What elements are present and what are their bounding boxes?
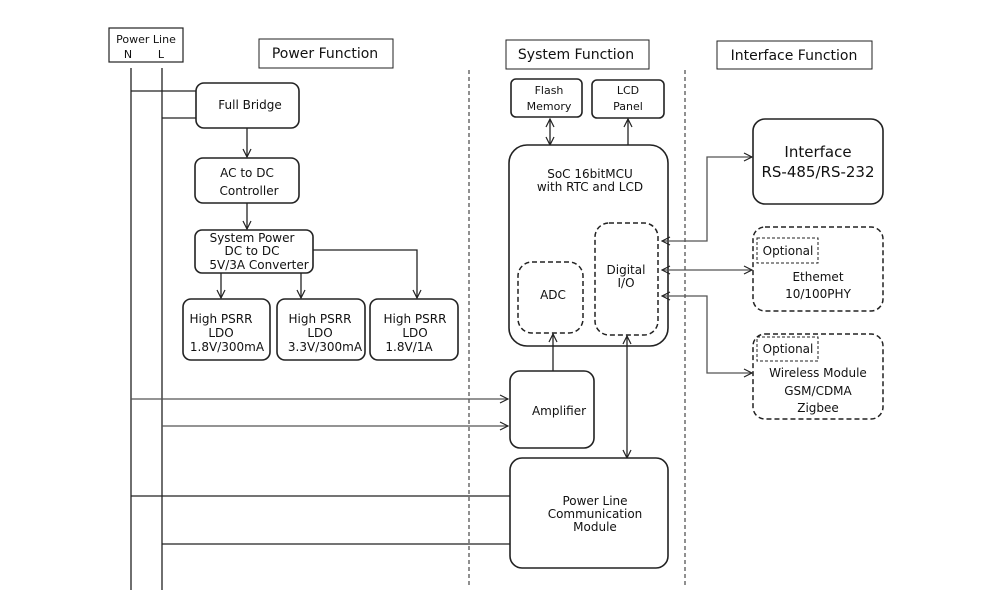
interface-function-header: Interface Function xyxy=(716,40,873,70)
svg-text:Power Function: Power Function xyxy=(272,46,378,62)
svg-text:GSM/CDMA: GSM/CDMA xyxy=(784,384,852,398)
svg-text:1.8V/300mA: 1.8V/300mA xyxy=(190,340,265,354)
svg-text:Interface Function: Interface Function xyxy=(731,48,858,64)
svg-text:I/O: I/O xyxy=(617,276,634,290)
svg-text:ADC: ADC xyxy=(540,288,566,302)
svg-text:Zigbee: Zigbee xyxy=(797,401,839,415)
svg-text:AC to DC: AC to DC xyxy=(220,166,274,180)
adc-block: ADC xyxy=(517,261,584,334)
power-function-header: Power Function xyxy=(258,38,394,69)
svg-text:Flash: Flash xyxy=(535,84,564,97)
svg-text:LDO: LDO xyxy=(402,326,427,340)
svg-text:Amplifier: Amplifier xyxy=(532,404,586,418)
svg-text:LDO: LDO xyxy=(208,326,233,340)
svg-text:SoC 16bitMCU: SoC 16bitMCU xyxy=(547,167,633,181)
svg-text:Panel: Panel xyxy=(613,100,643,113)
full-bridge-block: Full Bridge xyxy=(195,82,300,129)
svg-text:Controller: Controller xyxy=(219,184,278,198)
svg-text:RS-485/RS-232: RS-485/RS-232 xyxy=(761,163,874,181)
svg-text:1.8V/1A: 1.8V/1A xyxy=(385,340,433,354)
svg-text:Optional: Optional xyxy=(763,342,814,356)
svg-text:LDO: LDO xyxy=(307,326,332,340)
svg-text:LCD: LCD xyxy=(617,84,639,97)
svg-text:3.3V/300mA: 3.3V/300mA xyxy=(288,340,363,354)
svg-text:Optional: Optional xyxy=(763,244,814,258)
svg-text:Full Bridge: Full Bridge xyxy=(218,98,281,112)
ac-dc-controller-block: AC to DC Controller xyxy=(194,157,300,204)
svg-text:High PSRR: High PSRR xyxy=(384,312,447,326)
svg-text:Power Line: Power Line xyxy=(116,33,176,46)
svg-text:System Function: System Function xyxy=(518,47,634,63)
svg-text:Interface: Interface xyxy=(784,143,851,161)
power-line-label: Power Line N L xyxy=(108,27,184,63)
svg-text:L: L xyxy=(158,48,165,61)
svg-text:Communication: Communication xyxy=(548,507,643,521)
svg-text:Memory: Memory xyxy=(527,100,572,113)
svg-text:High PSRR: High PSRR xyxy=(190,312,253,326)
svg-text:High PSRR: High PSRR xyxy=(289,312,352,326)
svg-text:5V/3A Converter: 5V/3A Converter xyxy=(209,258,308,272)
svg-text:Module: Module xyxy=(573,520,617,534)
svg-text:DC to DC: DC to DC xyxy=(225,244,280,258)
svg-text:Digital: Digital xyxy=(607,263,646,277)
svg-text:Power Line: Power Line xyxy=(562,494,627,508)
lcd-panel-block: LCD Panel xyxy=(591,79,665,119)
svg-text:with RTC and LCD: with RTC and LCD xyxy=(537,180,643,194)
system-function-header: System Function xyxy=(505,39,650,70)
svg-text:10/100PHY: 10/100PHY xyxy=(785,287,851,301)
amplifier-block: Amplifier xyxy=(509,370,595,449)
svg-text:N: N xyxy=(124,48,132,61)
svg-text:System Power: System Power xyxy=(210,231,295,245)
svg-text:Wireless Module: Wireless Module xyxy=(769,366,867,380)
svg-text:Ethemet: Ethemet xyxy=(792,270,843,284)
